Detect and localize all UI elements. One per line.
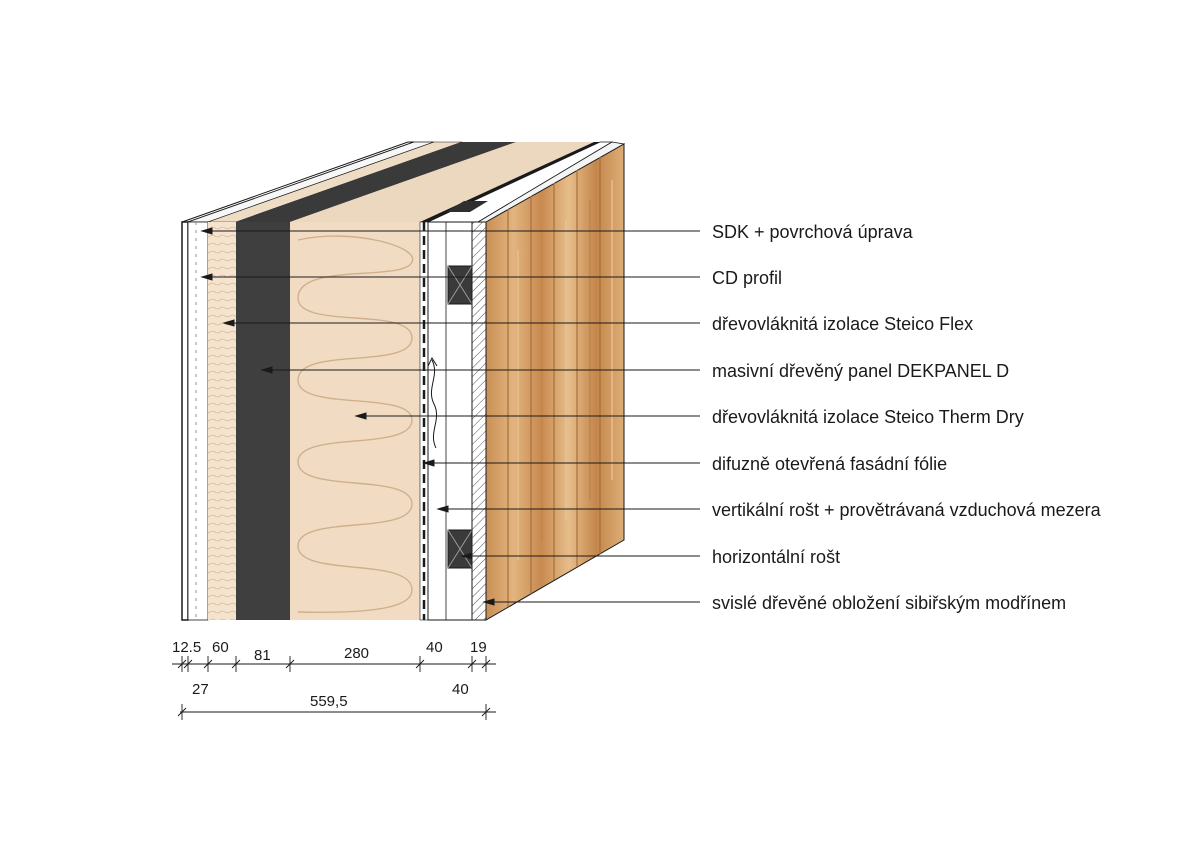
callout-facade-foil: difuzně otevřená fasádní fólie — [712, 454, 947, 474]
callout-vertical-batten: vertikální rošt + provětrávaná vzduchová… — [712, 500, 1102, 520]
dim-sdk: 12.5 — [172, 639, 201, 656]
dim-total-thickness: 559,5 — [310, 693, 348, 710]
callout-steico-therm-dry: dřevovláknitá izolace Steico Therm Dry — [712, 407, 1024, 427]
dim-sdk-cd-total: 27 — [192, 681, 209, 698]
air-flow-arrowhead — [427, 356, 438, 367]
callout-sdk: SDK + povrchová úprava — [712, 222, 914, 242]
top-face-steico-therm — [290, 142, 594, 222]
top-face-dekpanel — [236, 142, 516, 222]
layer-sdk — [181, 221, 189, 621]
wall-front-layers — [181, 221, 487, 621]
dim-cladding: 19 — [470, 639, 487, 656]
leader-lines — [200, 227, 700, 606]
layer-dekpanel — [236, 222, 290, 620]
callout-cd-profile: CD profil — [712, 268, 782, 288]
horizontal-batten-bottom — [447, 529, 473, 569]
callout-labels: SDK + povrchová úprava CD profil dřevovl… — [712, 222, 1102, 613]
wall-top-face — [181, 141, 626, 223]
horizontal-batten-top — [447, 265, 473, 305]
top-face-batten — [446, 201, 488, 212]
air-flow-arrow-icon — [430, 359, 438, 449]
callout-steico-flex: dřevovláknitá izolace Steico Flex — [712, 314, 973, 334]
dim-vertical-batten: 40 — [426, 639, 443, 656]
callout-larch-cladding: svislé dřevěné obložení sibiřským modřín… — [712, 593, 1066, 613]
dim-steico-flex: 60 — [212, 639, 229, 656]
dimension-lines — [172, 656, 496, 720]
dim-steico-therm: 280 — [344, 645, 369, 662]
layer-cd-profile — [187, 221, 209, 621]
layer-steico-flex-fiber — [208, 222, 236, 620]
layer-steico-therm — [290, 222, 420, 620]
dim-batten-total: 40 — [452, 681, 469, 698]
callout-horizontal-batten: horizontální rošt — [712, 547, 840, 567]
callout-dekpanel: masivní dřevěný panel DEKPANEL D — [712, 361, 1009, 381]
insulation-wave-symbol — [297, 235, 414, 613]
larch-cladding-face — [485, 143, 625, 621]
layer-cladding-section — [471, 221, 487, 621]
dim-dekpanel: 81 — [254, 647, 271, 664]
dimension-labels: 12.5 60 81 280 40 19 27 40 559,5 — [172, 639, 487, 710]
